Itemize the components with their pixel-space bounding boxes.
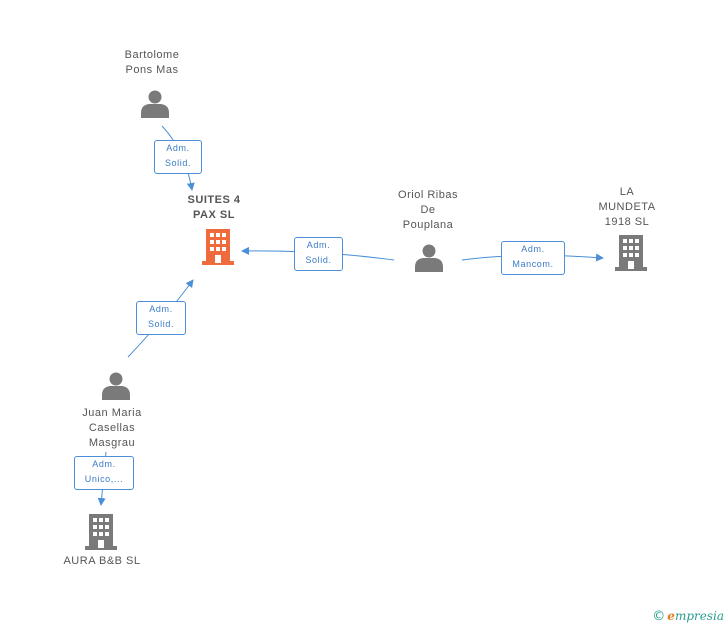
node-label-oriol: Oriol Ribas De Pouplana — [398, 189, 458, 231]
copyright-icon: © — [652, 609, 666, 624]
node-label-mundeta: LA MUNDETA 1918 SL — [598, 186, 656, 228]
role-box-juan-aura[interactable]: Adm. Unico,... — [74, 456, 134, 490]
building-icon-suites[interactable] — [202, 229, 234, 265]
building-icon-mundeta[interactable] — [615, 235, 647, 271]
person-icon-oriol[interactable] — [414, 243, 444, 273]
node-label-juan: Juan Maria Casellas Masgrau — [82, 407, 142, 449]
person-icon-juan[interactable] — [101, 371, 131, 401]
role-box-oriol-suites[interactable]: Adm. Solid. — [294, 237, 343, 271]
node-label-suites: SUITES 4 PAX SL — [187, 194, 241, 221]
role-box-bartolome-suites[interactable]: Adm. Solid. — [154, 140, 202, 174]
role-box-juan-suites[interactable]: Adm. Solid. — [136, 301, 186, 335]
person-icon-bartolome[interactable] — [140, 89, 170, 119]
node-label-bartolome: Bartolome Pons Mas — [124, 49, 180, 76]
node-label-aura: AURA B&B SL — [63, 555, 141, 567]
role-box-oriol-mundeta[interactable]: Adm. Mancom. — [501, 241, 565, 275]
building-icon-aura[interactable] — [85, 514, 117, 550]
empresia-logo: ©empresia — [652, 609, 724, 624]
